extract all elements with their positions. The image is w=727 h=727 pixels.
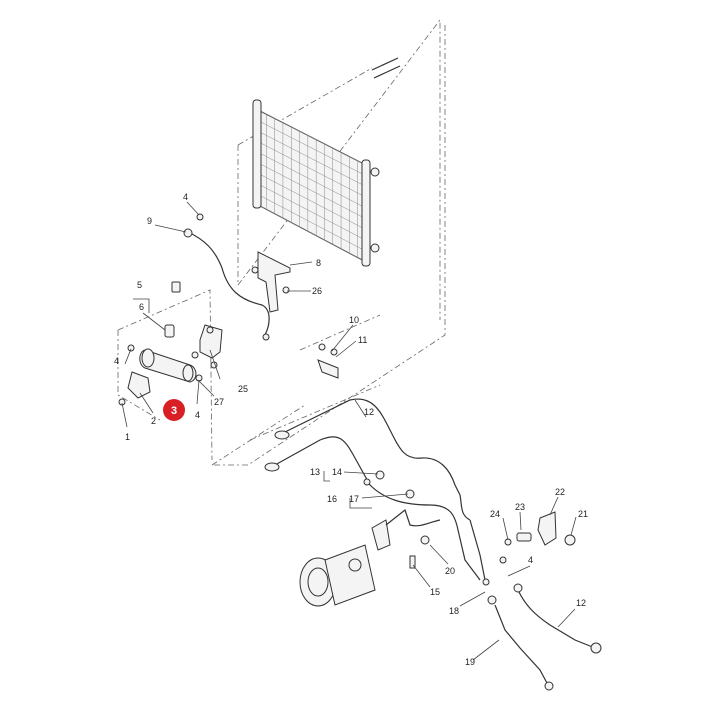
callout-26: 26 (312, 286, 322, 296)
callout-22: 22 (555, 487, 565, 497)
callout-9: 10 (349, 315, 359, 325)
condenser (252, 99, 380, 267)
manifold-block (363, 470, 441, 551)
callout-18: 18 (449, 606, 459, 616)
callout-20: 20 (445, 566, 455, 576)
callout-4-left: 4 (114, 356, 119, 366)
callout-15: 15 (430, 587, 440, 597)
callout-17: 17 (349, 494, 359, 504)
fitting-23 (516, 532, 532, 542)
assembly-boundary (117, 18, 446, 466)
callout-labels: 4 9 8 26 5 6 10 11 12 4 25 27 4 1 2 13 1… (114, 192, 588, 667)
callout-2: 2 (151, 416, 156, 426)
callout-19: 19 (465, 657, 475, 667)
bracket-10 (317, 343, 339, 379)
leader-lines (121, 201, 577, 661)
hose-11 (264, 398, 481, 581)
callout-16: 16 (327, 494, 337, 504)
callout-4-mid: 4 (195, 410, 200, 420)
callout-7: 8 (316, 258, 321, 268)
callout-23: 23 (515, 502, 525, 512)
highlight-label[interactable]: 3 (171, 405, 177, 417)
highlight-marker[interactable]: 3 (163, 399, 185, 421)
callout-1: 1 (125, 432, 130, 442)
bracket-7 (251, 251, 291, 313)
hose-12 (513, 583, 602, 654)
bolt-21 (564, 534, 576, 546)
callout-24: 24 (490, 509, 500, 519)
hose-19 (487, 595, 554, 691)
callout-25: 25 (238, 384, 248, 394)
oring-20 (420, 535, 430, 545)
callout-6: 6 (139, 302, 144, 312)
callout-12: 12 (576, 598, 586, 608)
callout-27: 27 (214, 397, 224, 407)
callout-13: 13 (310, 467, 320, 477)
callout-4-top: 4 (183, 192, 188, 202)
bracket-22 (537, 511, 557, 546)
callout-10: 11 (358, 335, 367, 345)
pipe-8 (183, 228, 270, 341)
highlight-circle[interactable] (163, 399, 185, 421)
receiver-drier (139, 281, 197, 383)
callout-4-right: 4 (528, 555, 533, 565)
callout-5: 5 (137, 280, 142, 290)
callout-8: 9 (147, 216, 152, 226)
bolt-15 (409, 555, 416, 569)
callout-21: 21 (578, 509, 588, 519)
clamp-25 (191, 324, 223, 359)
callout-11: 12 (364, 407, 374, 417)
compressor (299, 544, 376, 607)
callout-14: 14 (332, 467, 342, 477)
bracket-2 (118, 371, 151, 406)
